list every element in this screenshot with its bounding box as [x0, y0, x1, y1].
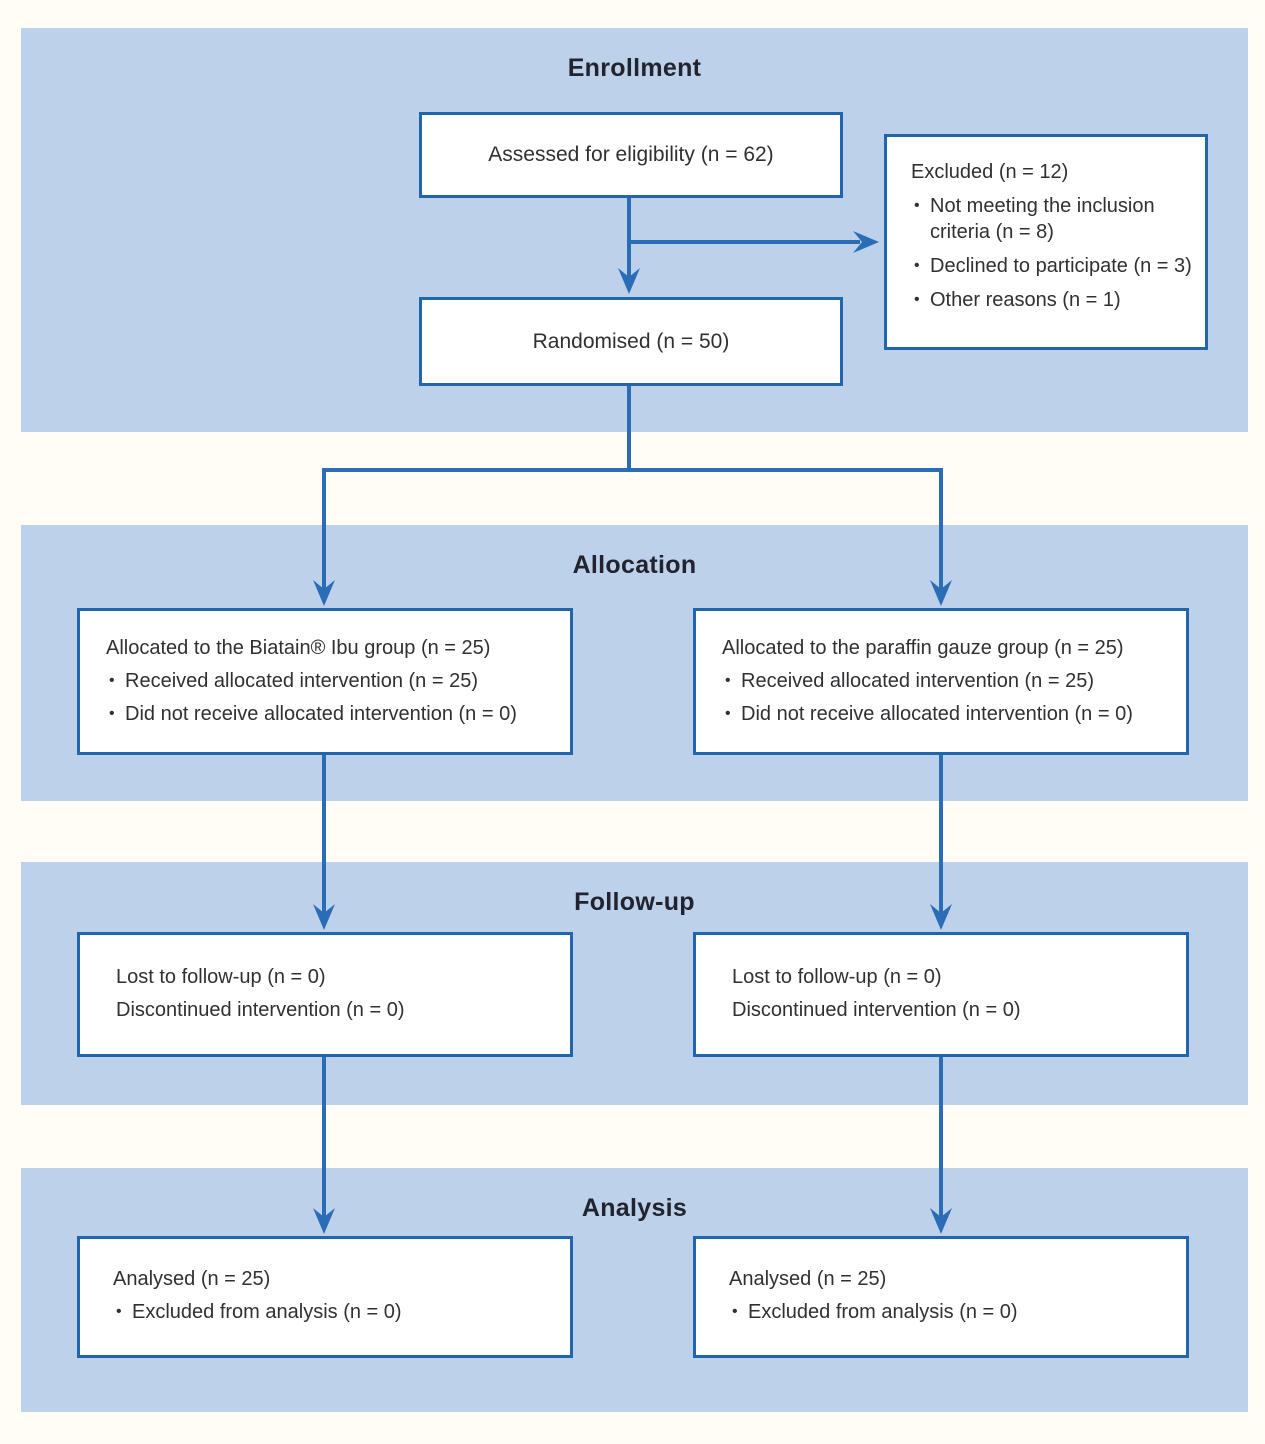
bullet-text: Other reasons (n = 1)	[930, 289, 1121, 311]
analysis-left-title: Analysed (n = 25)	[113, 1268, 271, 1290]
analysis-right-title: Analysed (n = 25)	[729, 1268, 887, 1290]
allocation-right-bullet-item: Did not receive allocated intervention (…	[722, 701, 1176, 727]
allocation-left-bullet-item: Received allocated intervention (n = 25)	[106, 668, 560, 694]
bullet-text: Not meeting the inclusion criteria (n = …	[930, 195, 1155, 243]
allocation-right-bullet-item: Received allocated intervention (n = 25)	[722, 668, 1176, 694]
assessed-for-eligibility-box: Assessed for eligibility (n = 62)	[419, 112, 843, 198]
bullet-text: Received allocated intervention (n = 25)	[741, 670, 1094, 692]
excluded-bullet-item: Not meeting the inclusion criteria (n = …	[911, 193, 1193, 245]
bullet-text: Excluded from analysis (n = 0)	[132, 1301, 402, 1323]
followup-right-box: Lost to follow-up (n = 0) Discontinued i…	[693, 932, 1189, 1057]
assessed-text: Assessed for eligibility (n = 62)	[488, 143, 774, 166]
randomised-text: Randomised (n = 50)	[532, 329, 730, 353]
bullet-text: Excluded from analysis (n = 0)	[748, 1301, 1018, 1323]
followup-left-line: Lost to follow-up (n = 0)	[116, 966, 326, 988]
section-title-analysis: Analysis	[581, 1194, 688, 1222]
randomised-box: Randomised (n = 50)	[419, 297, 843, 386]
analysis-right-bullet-item: Excluded from analysis (n = 0)	[729, 1299, 1176, 1325]
section-title-allocation: Allocation	[572, 551, 697, 579]
analysis-right-box: Analysed (n = 25) Excluded from analysis…	[693, 1236, 1189, 1358]
excluded-bullet-item: Declined to participate (n = 3)	[911, 253, 1193, 279]
bullet-text: Did not receive allocated intervention (…	[125, 703, 517, 725]
bullet-text: Did not receive allocated intervention (…	[741, 703, 1133, 725]
section-title-followup: Follow-up	[574, 888, 695, 916]
allocation-left-box: Allocated to the Biatain® Ibu group (n =…	[77, 608, 573, 755]
followup-right-line: Discontinued intervention (n = 0)	[732, 999, 1021, 1021]
bullet-text: Declined to participate (n = 3)	[930, 255, 1192, 277]
allocation-right-title: Allocated to the paraffin gauze group (n…	[722, 637, 1124, 659]
allocation-left-bullet-item: Did not receive allocated intervention (…	[106, 701, 560, 727]
excluded-title: Excluded (n = 12)	[911, 161, 1069, 183]
followup-left-box: Lost to follow-up (n = 0) Discontinued i…	[77, 932, 573, 1057]
analysis-left-bullet-item: Excluded from analysis (n = 0)	[113, 1299, 560, 1325]
section-title-enrollment: Enrollment	[567, 54, 702, 82]
excluded-box: Excluded (n = 12) Not meeting the inclus…	[884, 134, 1208, 350]
bullet-text: Received allocated intervention (n = 25)	[125, 670, 478, 692]
followup-left-line: Discontinued intervention (n = 0)	[116, 999, 405, 1021]
allocation-right-box: Allocated to the paraffin gauze group (n…	[693, 608, 1189, 755]
analysis-left-box: Analysed (n = 25) Excluded from analysis…	[77, 1236, 573, 1358]
allocation-left-title: Allocated to the Biatain® Ibu group (n =…	[106, 637, 491, 659]
followup-right-line: Lost to follow-up (n = 0)	[732, 966, 942, 988]
excluded-bullet-item: Other reasons (n = 1)	[911, 287, 1193, 313]
